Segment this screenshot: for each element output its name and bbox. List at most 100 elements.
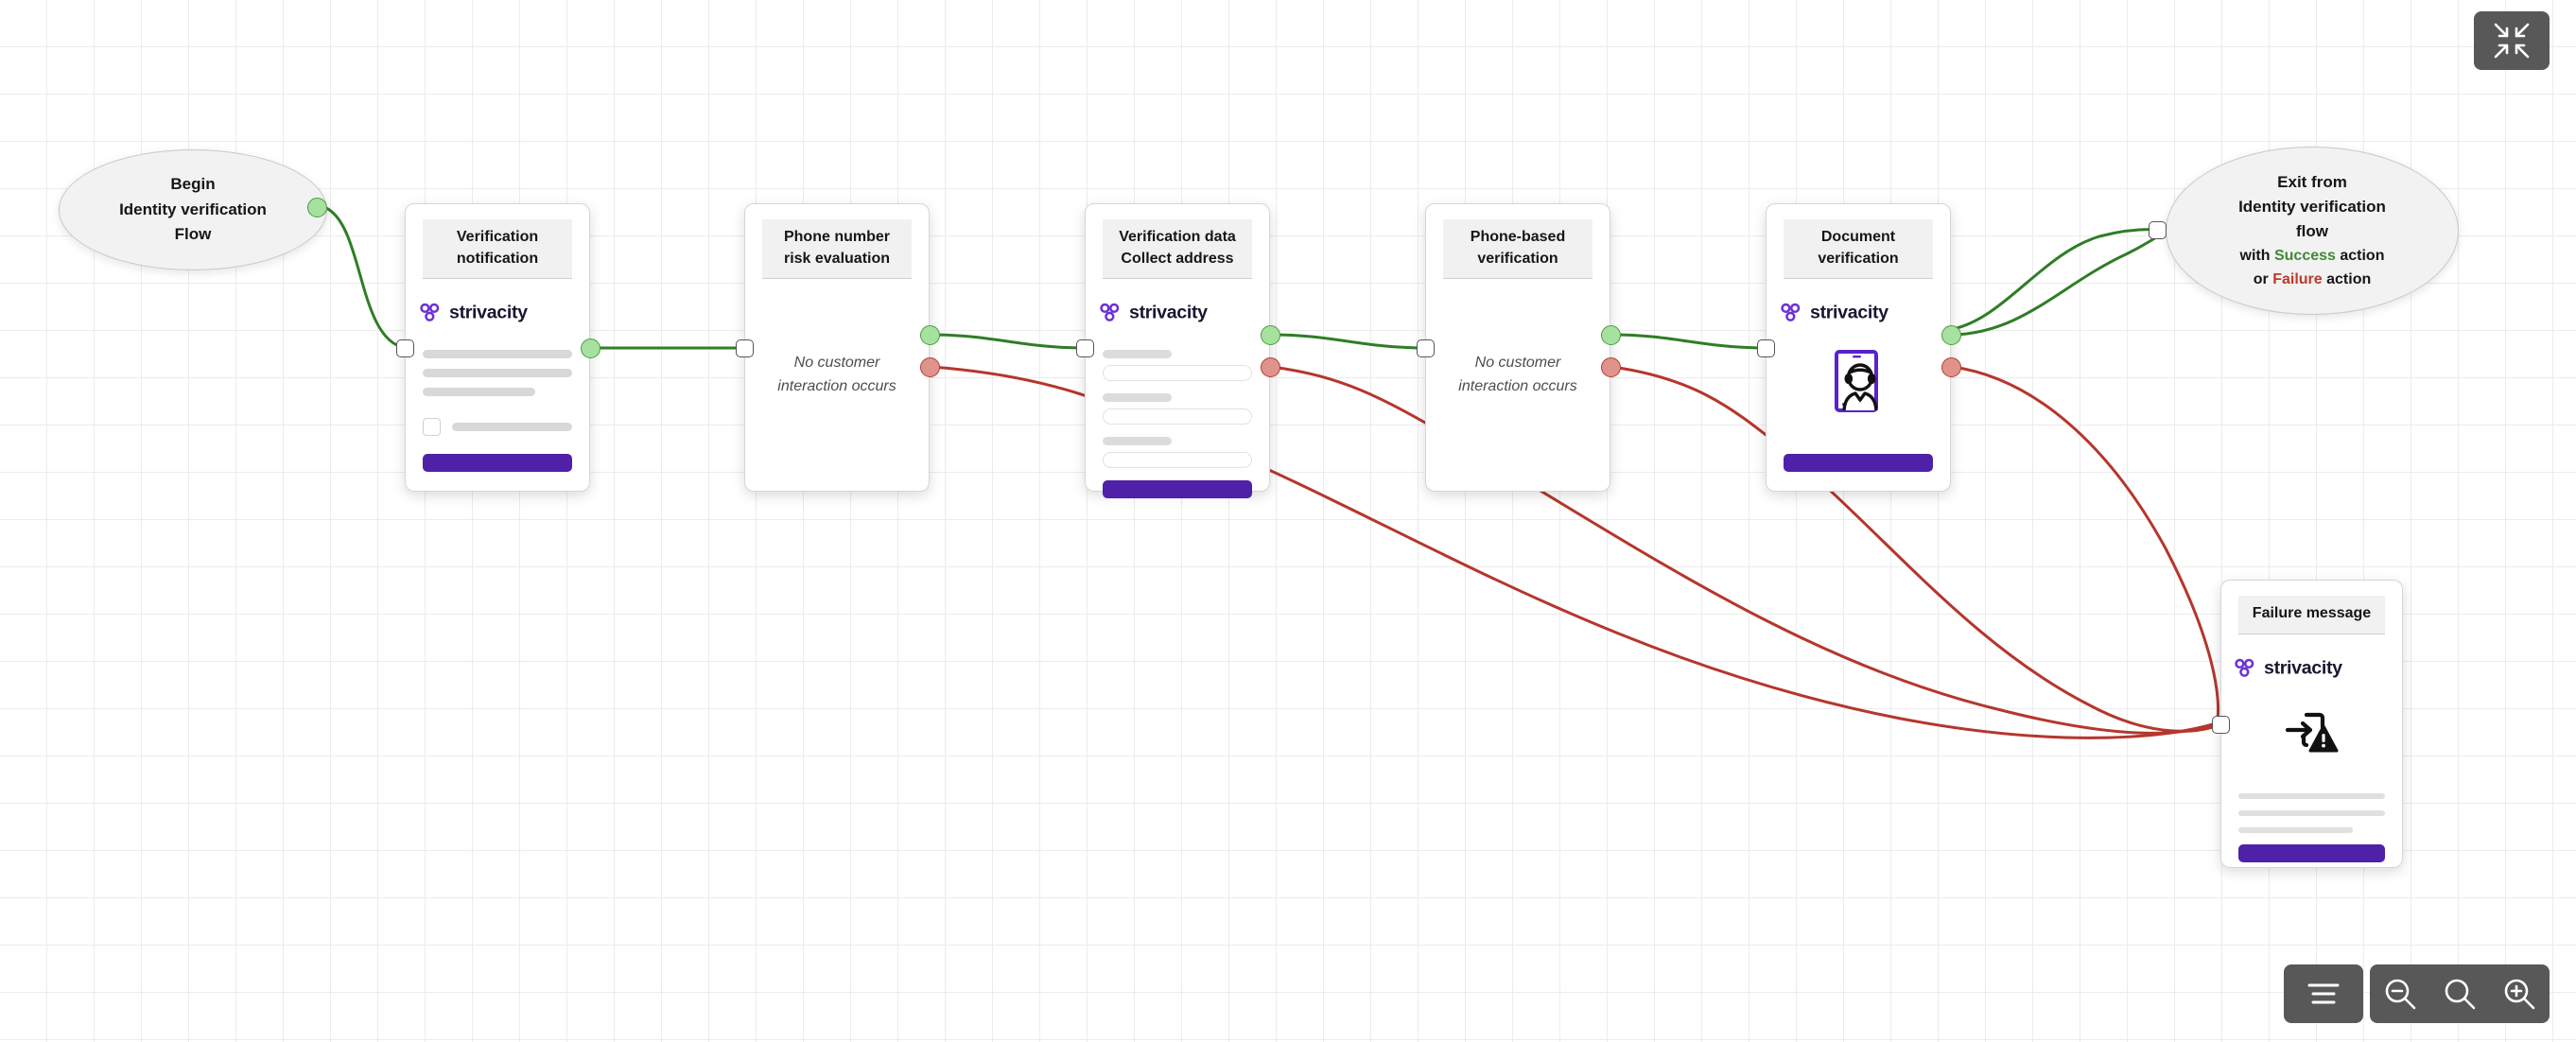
- port-phone-number-risk-in[interactable]: [736, 339, 754, 357]
- strivacity-logo: strivacity: [2232, 655, 2392, 681]
- port-phone-based-verification-out-failure[interactable]: [1601, 357, 1621, 377]
- port-verification-notification-in[interactable]: [396, 339, 414, 357]
- node-exit-line3: flow: [2296, 222, 2328, 241]
- node-exit-line4: with Success action: [2239, 247, 2385, 264]
- node-phone-number-risk-note: No customer interaction occurs: [777, 355, 896, 395]
- field-label: [1103, 350, 1172, 359]
- zoom-out-icon: [2385, 979, 2415, 1010]
- field-input[interactable]: [1103, 452, 1252, 469]
- port-document-verification-in[interactable]: [1757, 339, 1775, 357]
- strivacity-wordmark: strivacity: [1810, 303, 1889, 323]
- skeleton-line: [2238, 809, 2385, 816]
- form-field[interactable]: [1103, 350, 1252, 382]
- edge-bypass-success-to-exit: [1951, 228, 2167, 331]
- node-failure-message[interactable]: Failure message strivacity: [2220, 580, 2403, 868]
- edge-document-verification-success-to-exit: [1951, 229, 2167, 337]
- node-phone-based-verification-note: No customer interaction occurs: [1458, 355, 1577, 395]
- field-label: [1103, 393, 1172, 403]
- port-document-verification-out-failure[interactable]: [1941, 357, 1961, 377]
- edge-phone-based-success-to-document-verification: [1610, 333, 1768, 350]
- node-phone-based-verification-title: Phone-based verification: [1443, 219, 1593, 280]
- node-start[interactable]: Begin Identity verification Flow: [59, 149, 327, 270]
- node-exit[interactable]: Exit from Identity verification flow wit…: [2166, 147, 2459, 315]
- port-verification-data-out-success[interactable]: [1261, 325, 1280, 345]
- node-start-label: Begin Identity verification Flow: [95, 172, 291, 247]
- node-verification-data-collect-address[interactable]: Verification data Collect address striva…: [1085, 203, 1270, 499]
- search-icon: [2445, 979, 2476, 1010]
- zoom-controls[interactable]: [2370, 964, 2550, 1023]
- field-input[interactable]: [1103, 365, 1252, 382]
- node-start-line2: Identity verification: [119, 200, 267, 218]
- port-verification-data-in[interactable]: [1076, 339, 1094, 357]
- skeleton-line: [423, 369, 572, 378]
- skeleton-checkbox-row[interactable]: [423, 418, 572, 437]
- port-failure-message-in[interactable]: [2212, 716, 2230, 734]
- success-action-label: Success: [2273, 247, 2336, 264]
- port-verification-notification-out-success[interactable]: [581, 339, 600, 358]
- skeleton-text-block: [2238, 792, 2385, 844]
- node-document-verification-title: Document verification: [1784, 219, 1933, 280]
- failure-action-label: Failure: [2272, 270, 2323, 287]
- strivacity-mark-icon: [1781, 304, 1801, 322]
- port-start-out-success[interactable]: [307, 198, 327, 217]
- node-verification-data-title: Verification data Collect address: [1103, 219, 1252, 280]
- zoom-in-icon: [2505, 979, 2535, 1010]
- port-phone-based-verification-in[interactable]: [1417, 339, 1435, 357]
- form-field[interactable]: [1103, 393, 1252, 425]
- node-exit-line1: Exit from: [2277, 172, 2347, 191]
- align-center-icon: [2307, 983, 2340, 1004]
- skeleton-line: [2238, 826, 2353, 833]
- skeleton-line: [423, 350, 572, 359]
- node-exit-line2: Identity verification: [2238, 198, 2386, 217]
- skeleton-text-block: [423, 350, 572, 407]
- node-exit-line5: or Failure action: [2253, 270, 2372, 287]
- svg-text:strivacity: strivacity: [2264, 657, 2342, 678]
- primary-button[interactable]: [423, 454, 572, 472]
- auto-layout-button[interactable]: [2284, 964, 2363, 1023]
- field-input[interactable]: [1103, 408, 1252, 425]
- node-failure-message-title: Failure message: [2238, 596, 2385, 634]
- port-verification-data-out-failure[interactable]: [1261, 357, 1280, 377]
- node-document-verification[interactable]: Document verification strivacity: [1766, 203, 1951, 492]
- node-verification-notification[interactable]: Verification notification strivacity: [405, 203, 590, 492]
- strivacity-wordmark: strivacity: [449, 303, 529, 323]
- strivacity-mark-icon: [420, 304, 440, 322]
- id-selfie-phone-icon: [1827, 346, 1889, 421]
- node-verification-notification-title: Verification notification: [423, 219, 572, 280]
- edge-verification-data-failure-to-failure-message: [1270, 365, 2215, 735]
- port-exit-in[interactable]: [2149, 221, 2167, 239]
- strivacity-logo: strivacity: [417, 300, 577, 325]
- zoom-reset-button[interactable]: [2434, 968, 2485, 1019]
- primary-button[interactable]: [1784, 454, 1933, 472]
- port-phone-number-risk-out-failure[interactable]: [920, 357, 940, 377]
- collapse-arrows-icon: [2494, 23, 2530, 59]
- edge-verification-data-success-to-phone-based: [1270, 333, 1428, 350]
- login-error-icon: [2285, 709, 2339, 761]
- form-field[interactable]: [1103, 437, 1252, 469]
- edge-document-verification-failure-to-failure-message: [1951, 365, 2219, 726]
- strivacity-wordmark: strivacity: [2264, 657, 2343, 678]
- strivacity-wordmark: strivacity: [1129, 303, 1209, 323]
- port-phone-number-risk-out-success[interactable]: [920, 325, 940, 345]
- strivacity-logo: strivacity: [1097, 300, 1257, 325]
- exit-fullscreen-button[interactable]: [2474, 11, 2550, 70]
- strivacity-mark-icon: [2235, 658, 2254, 677]
- node-phone-based-verification[interactable]: Phone-based verification No customer int…: [1425, 203, 1610, 492]
- svg-text:strivacity: strivacity: [1129, 303, 1208, 323]
- strivacity-mark-icon: [1100, 304, 1120, 322]
- strivacity-logo: strivacity: [1778, 300, 1938, 325]
- port-document-verification-out-success[interactable]: [1941, 325, 1961, 345]
- port-phone-based-verification-out-success[interactable]: [1601, 325, 1621, 345]
- skeleton-line: [452, 423, 572, 432]
- checkbox-icon[interactable]: [423, 418, 441, 437]
- zoom-in-button[interactable]: [2494, 968, 2545, 1019]
- skeleton-line: [2238, 792, 2385, 799]
- node-phone-number-risk-evaluation[interactable]: Phone number risk evaluation No customer…: [744, 203, 930, 492]
- skeleton-form: [1103, 350, 1252, 480]
- skeleton-line: [423, 388, 535, 397]
- primary-button[interactable]: [2238, 843, 2385, 862]
- node-exit-label: Exit from Identity verification flow wit…: [2214, 170, 2411, 292]
- primary-button[interactable]: [1103, 480, 1252, 499]
- zoom-out-button[interactable]: [2375, 968, 2426, 1019]
